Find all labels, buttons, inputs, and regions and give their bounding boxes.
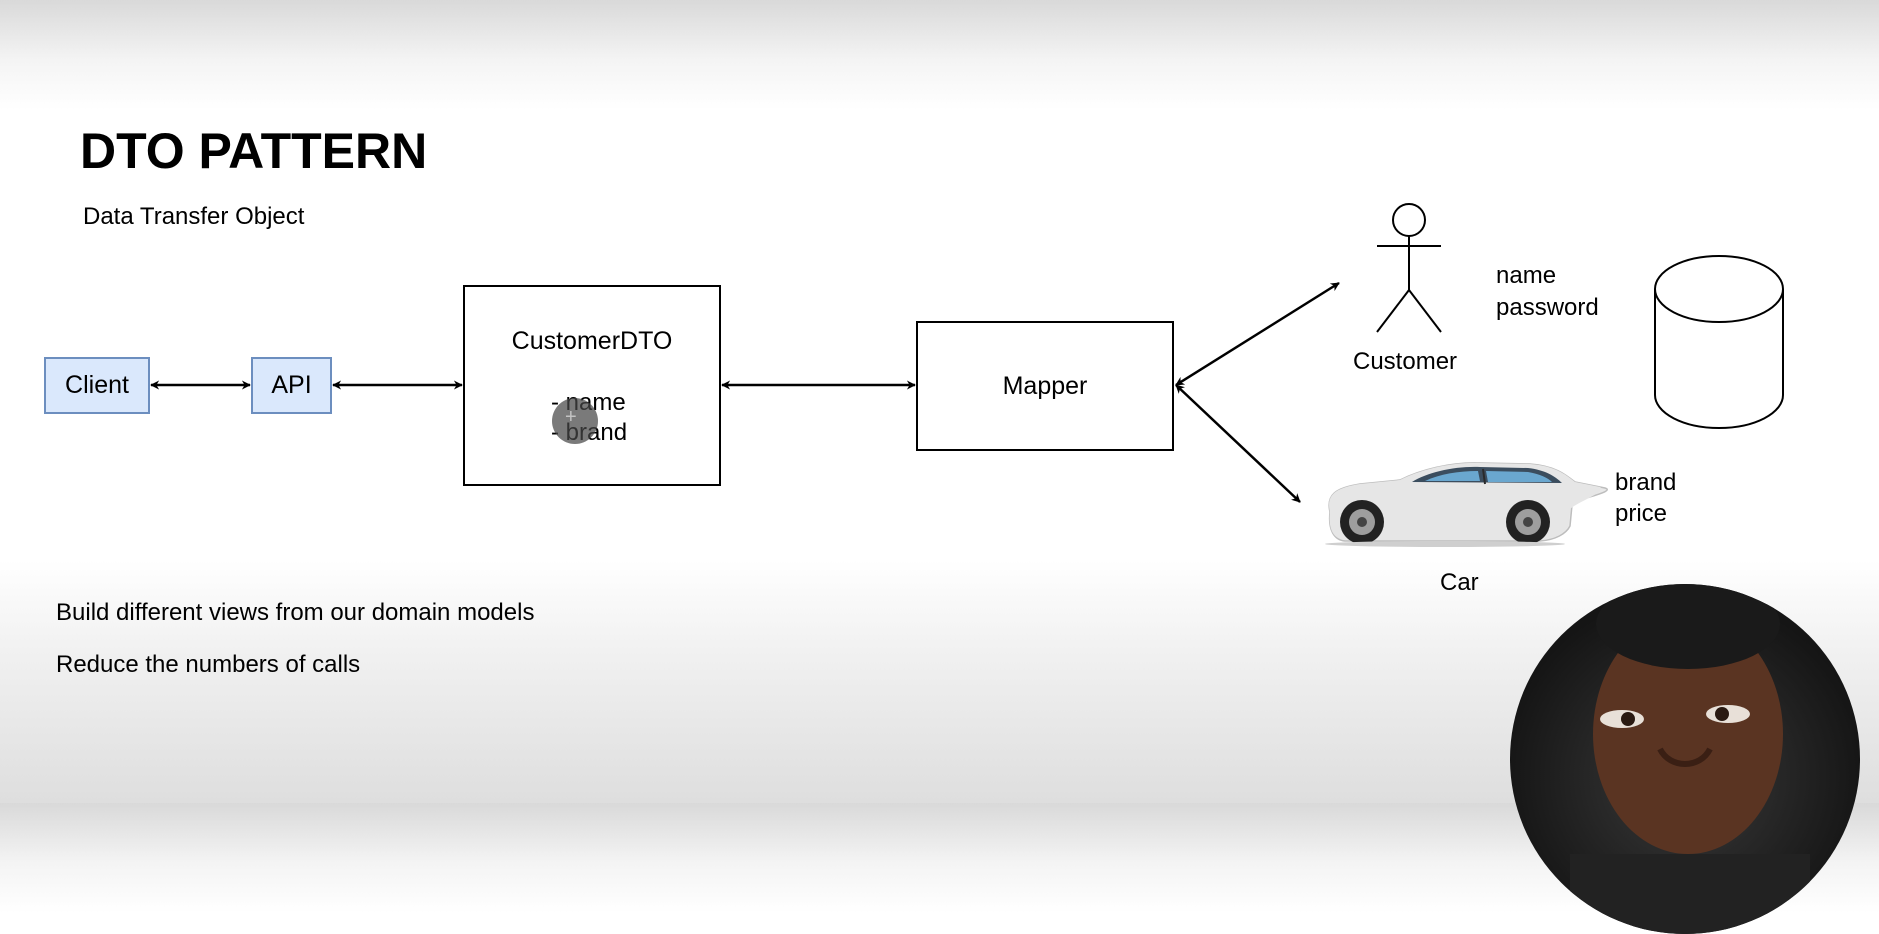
customer-attributes: name password	[1496, 260, 1599, 324]
stick-figure-icon	[1376, 203, 1442, 333]
customer-label: Customer	[1353, 348, 1458, 375]
slide-title: DTO PATTERN	[80, 123, 428, 179]
car-attribute-brand: brand	[1615, 469, 1677, 496]
car-attribute-price: price	[1615, 500, 1668, 527]
car-label: Car	[1440, 569, 1479, 596]
car-attributes: brand price	[1615, 467, 1676, 529]
customer-attribute-password: password	[1496, 294, 1599, 321]
customer-dto-title: CustomerDTO	[511, 327, 673, 355]
connector-lines	[150, 203, 1784, 547]
customer-attribute-name: name	[1496, 262, 1557, 289]
car-icon	[1325, 462, 1608, 547]
api-node: API	[251, 357, 332, 414]
mapper-node: Mapper	[916, 321, 1174, 451]
mapper-customer-arrow	[1175, 281, 1340, 387]
customer-dto-node: CustomerDTO - name - brand	[463, 285, 721, 486]
pointer-cursor-icon	[552, 398, 598, 444]
webcam-presenter	[1510, 584, 1860, 934]
mapper-car-arrow	[1175, 384, 1301, 503]
database-cylinder-icon	[1654, 255, 1784, 429]
client-node: Client	[44, 357, 150, 414]
bullet-point: Reduce the numbers of calls	[56, 651, 361, 678]
bullet-point: Build different views from our domain mo…	[56, 599, 535, 626]
slide-subtitle: Data Transfer Object	[83, 203, 305, 230]
presenter-face-icon	[1570, 584, 1810, 934]
